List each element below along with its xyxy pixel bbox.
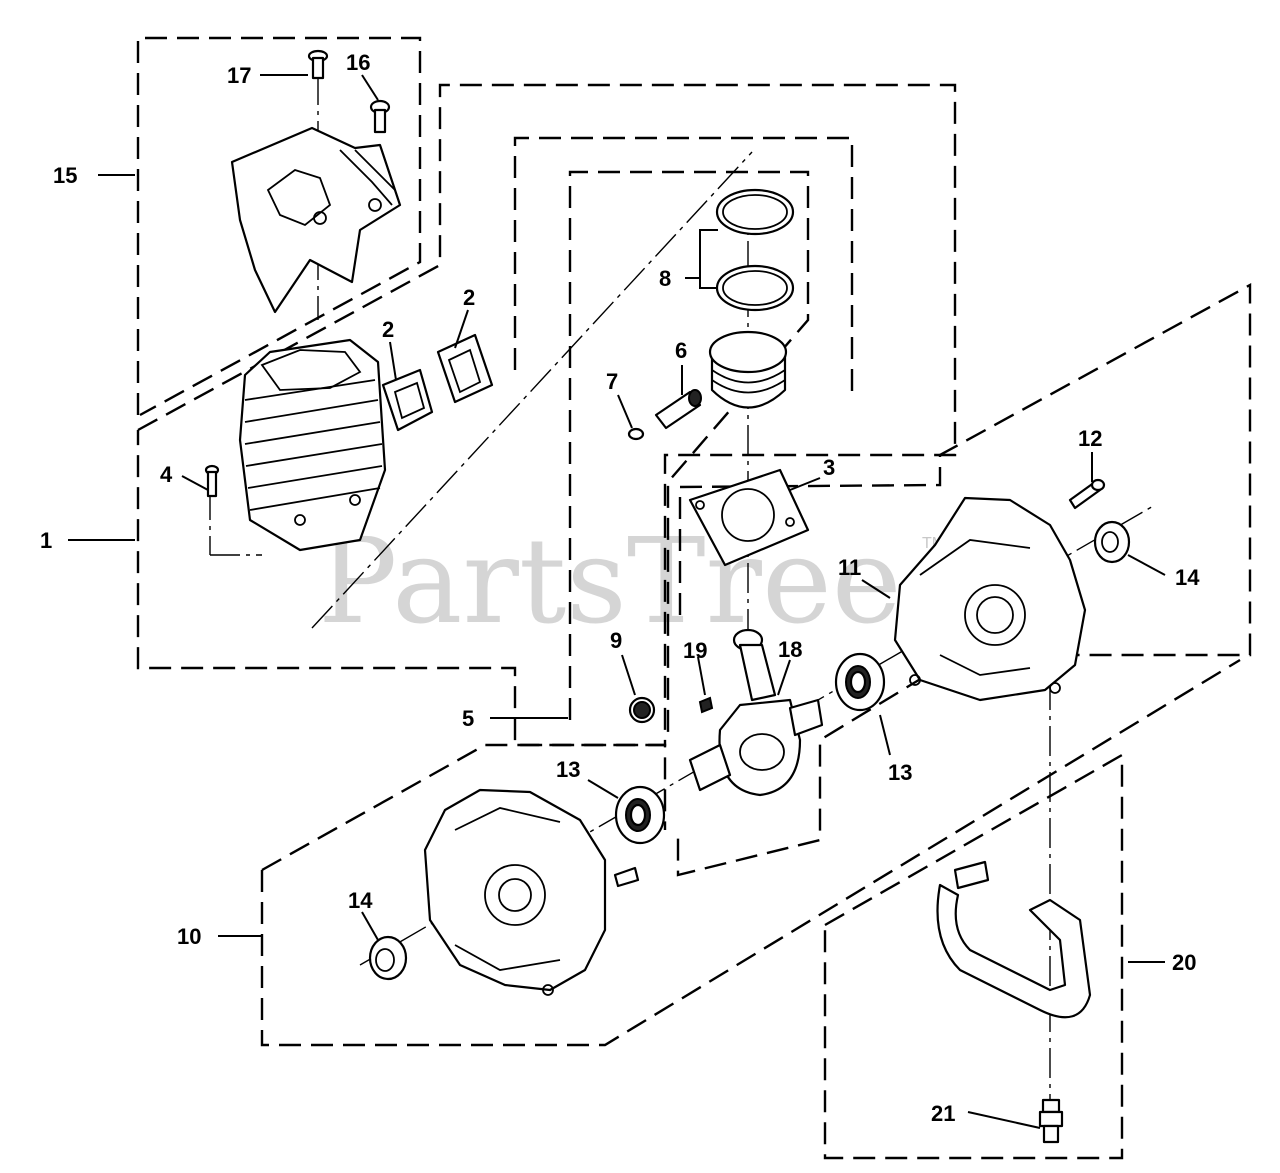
callout-11: 11 — [838, 555, 861, 580]
part-20-handle — [936, 860, 1092, 1019]
callout-5: 5 — [462, 706, 474, 731]
group-5-outline — [513, 136, 854, 400]
callout-21: 21 — [931, 1101, 955, 1126]
part-21-spark-plug — [1038, 1098, 1064, 1144]
callout-10: 10 — [177, 924, 201, 949]
group-outlines — [136, 36, 1252, 1160]
part-12-screw — [1068, 478, 1106, 510]
group-20-outline — [823, 752, 1124, 1160]
part-14-seal-left — [368, 935, 408, 981]
callout-15: 15 — [53, 163, 77, 188]
callout-13-left: 13 — [556, 757, 580, 782]
part-2-gasket-a — [381, 368, 434, 432]
callout-1: 1 — [40, 528, 52, 553]
part-10-crankcase-cover — [423, 788, 640, 996]
part-9-needle-bearing — [628, 696, 656, 724]
callout-14-left: 14 — [348, 888, 373, 913]
part-17-screw — [307, 49, 329, 80]
callout-13-right: 13 — [888, 760, 912, 785]
callout-9: 9 — [610, 628, 622, 653]
callout-16: 16 — [346, 50, 370, 75]
part-4-stud — [204, 464, 220, 498]
part-13-bearing-right — [834, 652, 886, 712]
callout-labels: 1 15 17 16 4 2 2 8 6 7 3 12 14 11 9 19 1… — [40, 50, 1200, 1126]
part-6-piston — [708, 330, 788, 409]
part-3-base-gasket — [688, 468, 810, 567]
part-7-pin-clip — [627, 427, 645, 441]
callout-7: 7 — [606, 369, 618, 394]
part-19-key — [698, 696, 714, 714]
callout-6: 6 — [675, 338, 687, 363]
part-16-screw — [369, 99, 391, 134]
callout-20: 20 — [1172, 950, 1196, 975]
group-crank-outline — [676, 282, 1252, 877]
piston-pin — [654, 389, 702, 430]
part-18-crankshaft — [688, 628, 824, 797]
group-15-outline — [136, 36, 422, 417]
part-15-cylinder-cover — [230, 126, 402, 314]
part-14-seal-right — [1093, 520, 1131, 564]
part-1-cylinder — [238, 338, 387, 552]
callout-18: 18 — [778, 637, 802, 662]
callout-12: 12 — [1078, 426, 1102, 451]
group-inner-outline — [568, 170, 810, 735]
callout-8: 8 — [659, 266, 671, 291]
callout-2a: 2 — [382, 317, 394, 342]
group-1-outline — [136, 83, 957, 747]
callout-14-right: 14 — [1175, 565, 1200, 590]
callout-2b: 2 — [463, 285, 475, 310]
callout-17: 17 — [227, 63, 251, 88]
leader-lines — [68, 74, 1166, 1129]
watermark: PartsTree — [318, 512, 902, 650]
part-2-gasket-b — [436, 333, 494, 404]
callout-19: 19 — [683, 638, 707, 663]
part-13-bearing-left — [614, 785, 666, 845]
callout-3: 3 — [823, 455, 835, 480]
callout-4: 4 — [160, 462, 173, 487]
part-8-piston-rings — [715, 188, 795, 312]
part-11-crankcase — [893, 496, 1087, 702]
